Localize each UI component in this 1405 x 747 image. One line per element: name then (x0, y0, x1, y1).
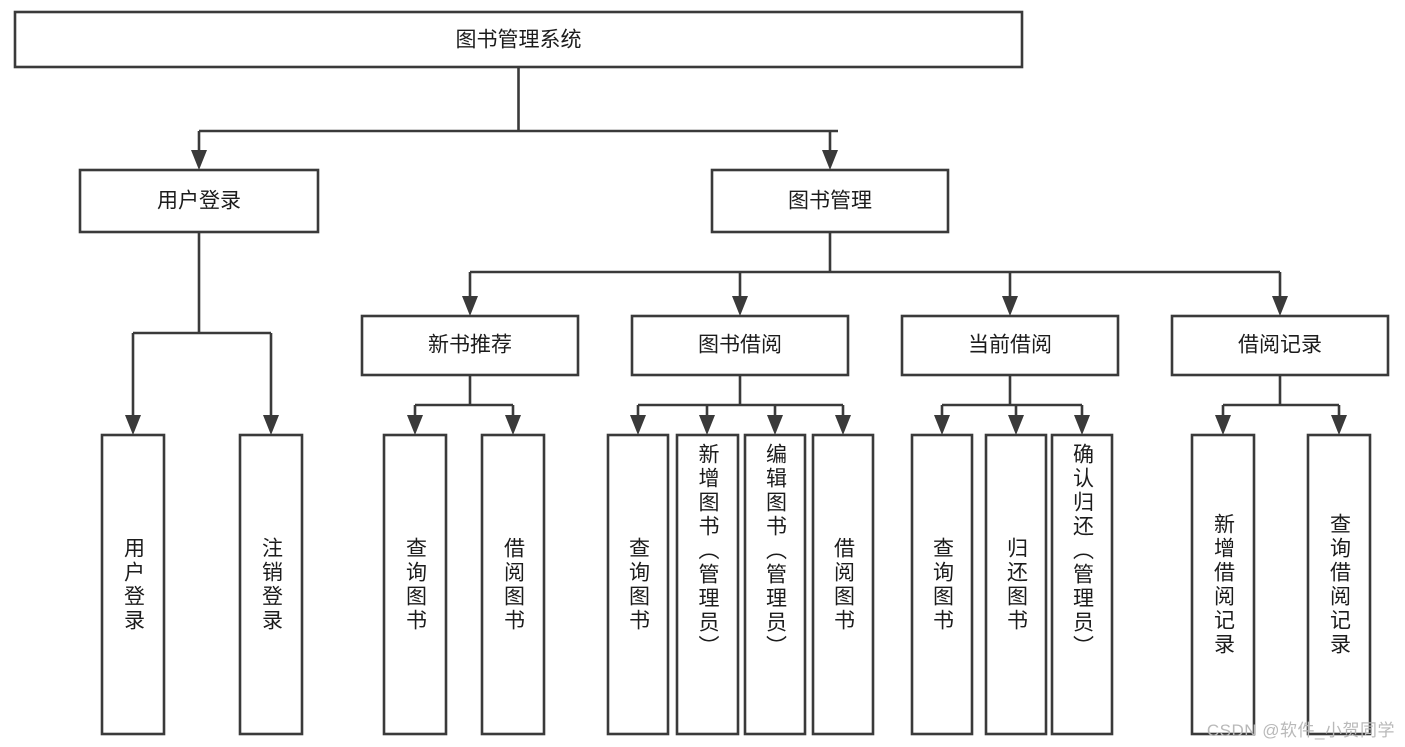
node-current-borrow-box[interactable] (900, 314, 1120, 377)
arrow-head-icon (1074, 415, 1090, 435)
connector-group-userlogin-to-leaves (125, 232, 279, 435)
arrow-head-icon (630, 415, 646, 435)
node-root-box[interactable] (13, 10, 1024, 69)
connector-group-root-to-level2 (191, 67, 838, 170)
node-book-borrow-box[interactable] (630, 314, 850, 377)
arrow-head-icon (934, 415, 950, 435)
leaf-box-return-book[interactable] (984, 433, 1048, 736)
node-book-management[interactable]: 图书管理 (710, 168, 950, 234)
leaf-box-add-book-admin[interactable] (675, 433, 740, 736)
node-current-borrow-label: 当前借阅 (968, 334, 1052, 357)
node-book-borrow-label: 图书借阅 (698, 334, 782, 357)
arrow-head-icon (263, 415, 279, 435)
leaf-box-query-book-new[interactable] (382, 433, 448, 736)
arrow-head-icon (1272, 296, 1288, 316)
leaf-box-borrow-book-new[interactable] (480, 433, 546, 736)
node-new-book-recommend-box[interactable] (360, 314, 580, 377)
node-book-management-box[interactable] (710, 168, 950, 234)
leaf-box-query-borrow-record[interactable] (1306, 433, 1372, 736)
arrow-head-icon (1002, 296, 1018, 316)
leaf-box-query-book-borrow[interactable] (606, 433, 670, 736)
arrow-head-icon (822, 150, 838, 170)
arrow-head-icon (191, 150, 207, 170)
node-root-label: 图书管理系统 (456, 29, 582, 52)
leaf-box-user-login[interactable] (100, 433, 166, 736)
arrow-head-icon (462, 296, 478, 316)
node-borrow-record-label: 借阅记录 (1238, 334, 1322, 357)
leaf-box-edit-book-admin[interactable] (743, 433, 807, 736)
node-new-book-recommend[interactable]: 新书推荐 (360, 314, 580, 377)
arrow-head-icon (699, 415, 715, 435)
node-user-login-label: 用户登录 (157, 190, 241, 213)
connector-group-current-to-leaves (934, 375, 1090, 435)
arrow-head-icon (835, 415, 851, 435)
connector-group-record-to-leaves (1215, 375, 1347, 435)
arrow-head-icon (767, 415, 783, 435)
arrow-head-icon (1215, 415, 1231, 435)
arrow-head-icon (505, 415, 521, 435)
watermark-text: CSDN @软件_小贺同学 (1206, 721, 1395, 740)
node-root[interactable]: 图书管理系统 (13, 10, 1024, 69)
leaf-box-query-book-current[interactable] (910, 433, 974, 736)
node-borrow-record-box[interactable] (1170, 314, 1390, 377)
leaf-box-borrow-book[interactable] (811, 433, 875, 736)
connector-group-borrow-to-leaves (630, 375, 851, 435)
arrow-head-icon (1331, 415, 1347, 435)
node-user-login[interactable]: 用户登录 (78, 168, 320, 234)
connector-group-newbook-to-leaves (407, 375, 521, 435)
leaf-box-logout[interactable] (238, 433, 304, 736)
arrow-head-icon (1008, 415, 1024, 435)
node-new-book-recommend-label: 新书推荐 (428, 334, 512, 357)
node-user-login-box[interactable] (78, 168, 320, 234)
leaf-box-confirm-return-admin[interactable] (1050, 433, 1114, 736)
node-book-management-label: 图书管理 (788, 190, 872, 213)
connector-group-bookmgmt-to-level3 (462, 232, 1288, 316)
leaf-box-add-borrow-record[interactable] (1190, 433, 1256, 736)
node-borrow-record[interactable]: 借阅记录 (1170, 314, 1390, 377)
arrow-head-icon (732, 296, 748, 316)
node-book-borrow[interactable]: 图书借阅 (630, 314, 850, 377)
arrow-head-icon (407, 415, 423, 435)
arrow-head-icon (125, 415, 141, 435)
node-current-borrow[interactable]: 当前借阅 (900, 314, 1120, 377)
